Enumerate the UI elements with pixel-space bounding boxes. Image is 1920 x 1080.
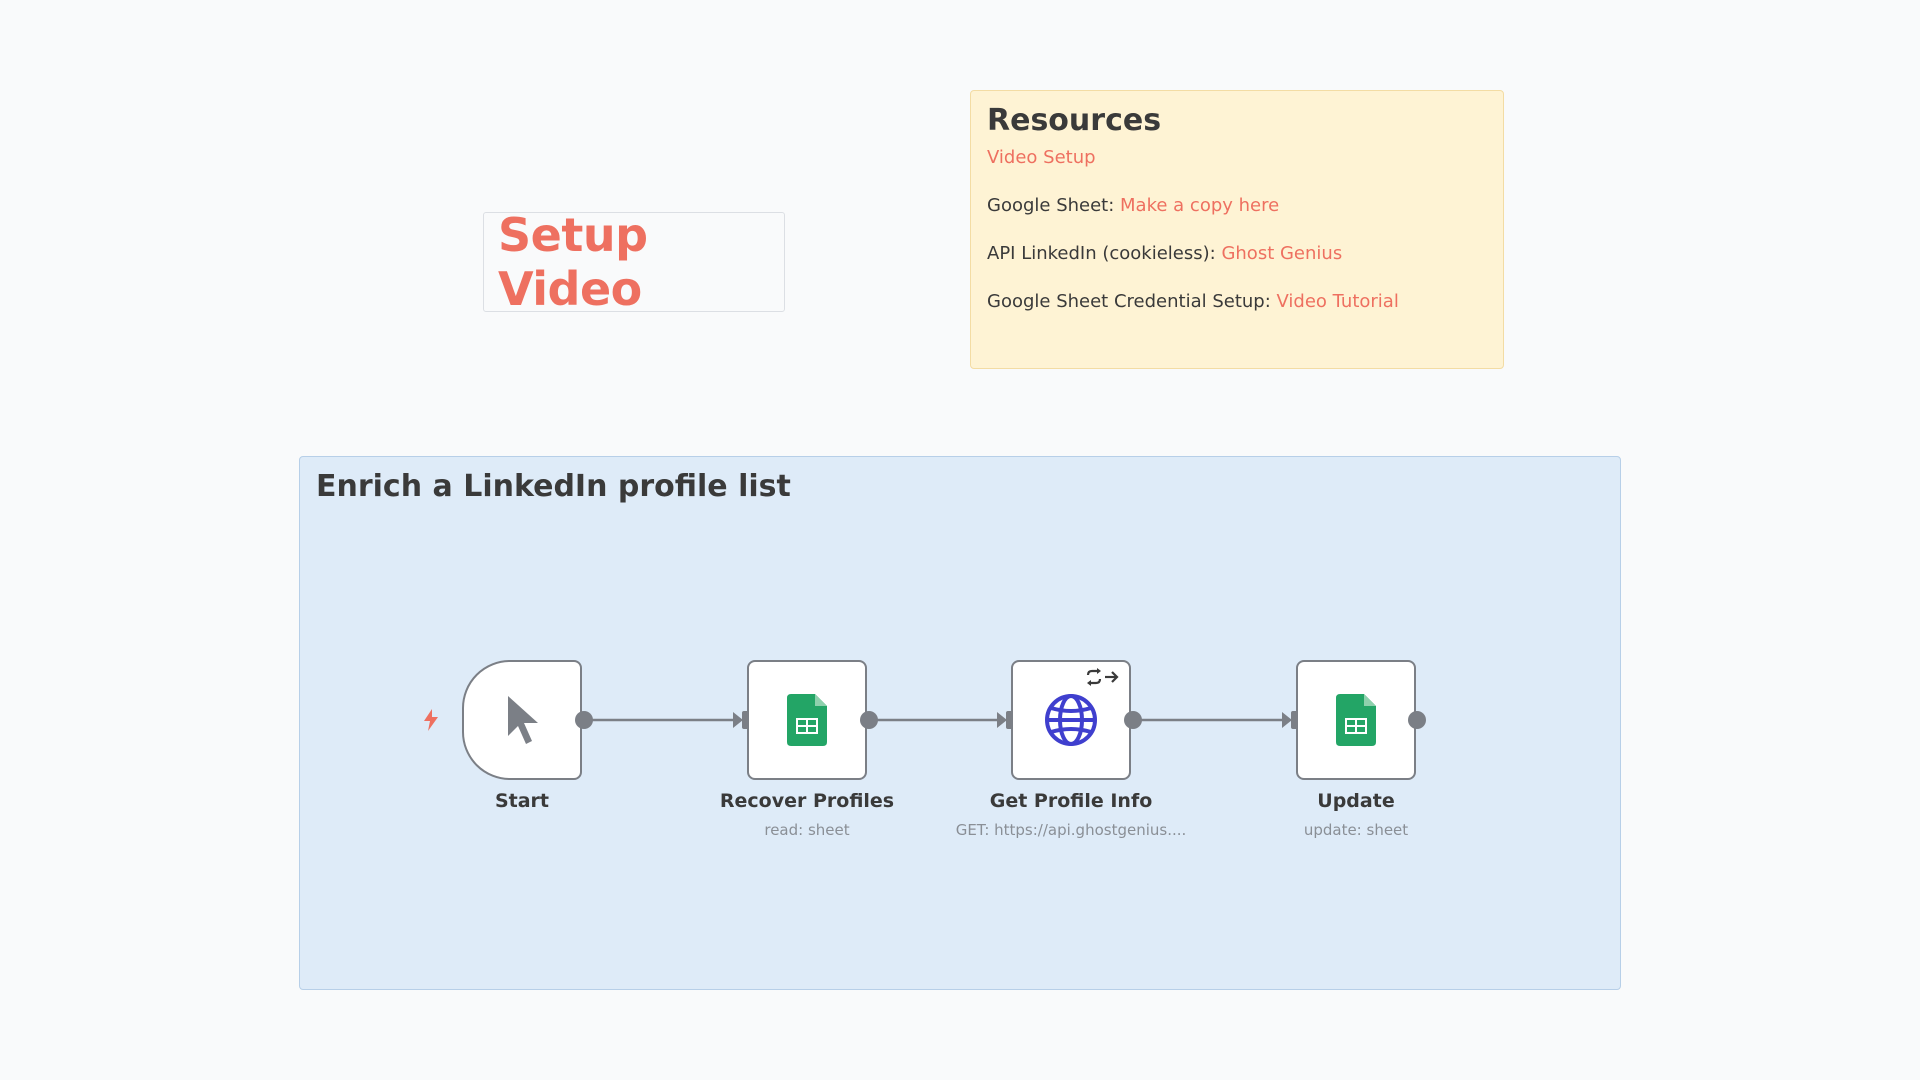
globe-icon [1045, 694, 1097, 746]
recover-output-port[interactable] [860, 711, 878, 729]
group-title: Enrich a LinkedIn profile list [316, 469, 791, 504]
start-output-port[interactable] [575, 711, 593, 729]
google-sheets-icon [1336, 694, 1376, 746]
resources-note[interactable]: Resources Video Setup Google Sheet: Make… [970, 90, 1504, 369]
api-label: API LinkedIn (cookieless): [987, 243, 1222, 264]
node-update-label: Update [1317, 790, 1395, 812]
resources-title: Resources [987, 103, 1162, 138]
node-recover-subtitle: read: sheet [764, 821, 850, 839]
video-tutorial-link[interactable]: Video Tutorial [1276, 291, 1399, 312]
resources-api-line: API LinkedIn (cookieless): Ghost Genius [987, 242, 1487, 266]
node-start[interactable] [462, 660, 582, 780]
node-getprofile-label: Get Profile Info [989, 790, 1153, 812]
ghost-genius-link[interactable]: Ghost Genius [1221, 243, 1343, 264]
credential-label: Google Sheet Credential Setup: [987, 291, 1277, 312]
node-getprofile-subtitle: GET: https://api.ghostgenius.... [955, 821, 1187, 839]
node-recover-label: Recover Profiles [719, 790, 895, 812]
google-sheets-icon [787, 694, 827, 746]
sheet-label: Google Sheet: [987, 195, 1121, 216]
setup-video-title: Setup Video [498, 208, 648, 316]
resources-sheet-line: Google Sheet: Make a copy here [987, 194, 1487, 218]
resources-credential-line: Google Sheet Credential Setup: Video Tut… [987, 290, 1487, 314]
recover-input-port[interactable] [742, 711, 750, 729]
update-output-port[interactable] [1408, 711, 1426, 729]
node-get-profile-info[interactable] [1011, 660, 1131, 780]
resources-video-setup-line: Video Setup [987, 146, 1487, 170]
getprofile-input-port[interactable] [1006, 711, 1014, 729]
update-input-port[interactable] [1291, 711, 1299, 729]
lightning-icon [424, 709, 438, 731]
video-setup-link[interactable]: Video Setup [987, 147, 1096, 168]
make-copy-link[interactable]: Make a copy here [1120, 195, 1280, 216]
node-start-label: Start [494, 790, 550, 812]
node-update-subtitle: update: sheet [1303, 821, 1409, 839]
loop-arrow-icon [1086, 668, 1119, 686]
node-recover-profiles[interactable] [747, 660, 867, 780]
setup-video-note[interactable]: Setup Video [483, 208, 785, 316]
cursor-icon [508, 696, 538, 744]
getprofile-output-port[interactable] [1124, 711, 1142, 729]
node-update[interactable] [1296, 660, 1416, 780]
